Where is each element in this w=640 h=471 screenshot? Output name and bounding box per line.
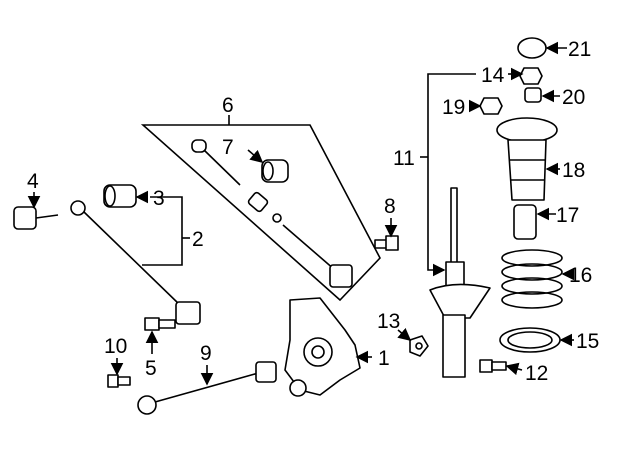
label-14: 14	[481, 64, 505, 87]
part-1-knuckle	[284, 297, 361, 397]
part-21-cap	[517, 37, 547, 59]
part-14-nut	[519, 67, 543, 85]
label-11: 11	[393, 147, 415, 170]
label-2: 2	[192, 228, 204, 251]
part-16-coil-spring	[501, 249, 563, 309]
label-6: 6	[222, 94, 234, 117]
leader-lines	[27, 41, 575, 386]
label-1: 1	[378, 347, 390, 370]
kit-box-6	[140, 115, 381, 302]
label-21: 21	[568, 38, 591, 61]
label-13: 13	[377, 310, 400, 333]
part-17-bumper	[513, 204, 537, 240]
part-18-mount-boot	[496, 117, 558, 201]
part-7-bushing	[261, 159, 289, 183]
label-9: 9	[200, 342, 212, 365]
label-5: 5	[145, 357, 157, 380]
label-8: 8	[384, 195, 396, 218]
label-18: 18	[562, 159, 585, 182]
part-8-bolt	[374, 235, 399, 251]
part-10-bolt	[107, 374, 131, 388]
part-3-bushing	[103, 184, 137, 208]
label-17: 17	[556, 204, 579, 227]
part-13-nut	[409, 335, 429, 357]
label-20: 20	[562, 86, 585, 109]
label-10: 10	[104, 335, 127, 358]
label-15: 15	[576, 330, 599, 353]
label-12: 12	[525, 362, 548, 385]
part-20-spacer	[524, 87, 542, 103]
label-19: 19	[442, 96, 465, 119]
part-19-nut	[479, 97, 503, 115]
part-9-lateral-rod	[137, 361, 277, 415]
part-15-insulator	[499, 327, 561, 353]
part-11-strut	[429, 187, 491, 378]
part-4-bolt-bushing	[13, 206, 59, 230]
part-2-control-arm	[70, 200, 201, 325]
part-6-link-rod	[191, 139, 353, 288]
part-labels: 21 14 20 19 6 7 3 11 18 4 8 2 17 16 13 1…	[27, 38, 599, 385]
label-16: 16	[569, 264, 592, 287]
label-3: 3	[153, 187, 165, 210]
part-5-bolt	[144, 317, 176, 331]
label-7: 7	[222, 136, 234, 159]
part-12-bolt	[479, 359, 507, 373]
label-4: 4	[27, 170, 39, 193]
